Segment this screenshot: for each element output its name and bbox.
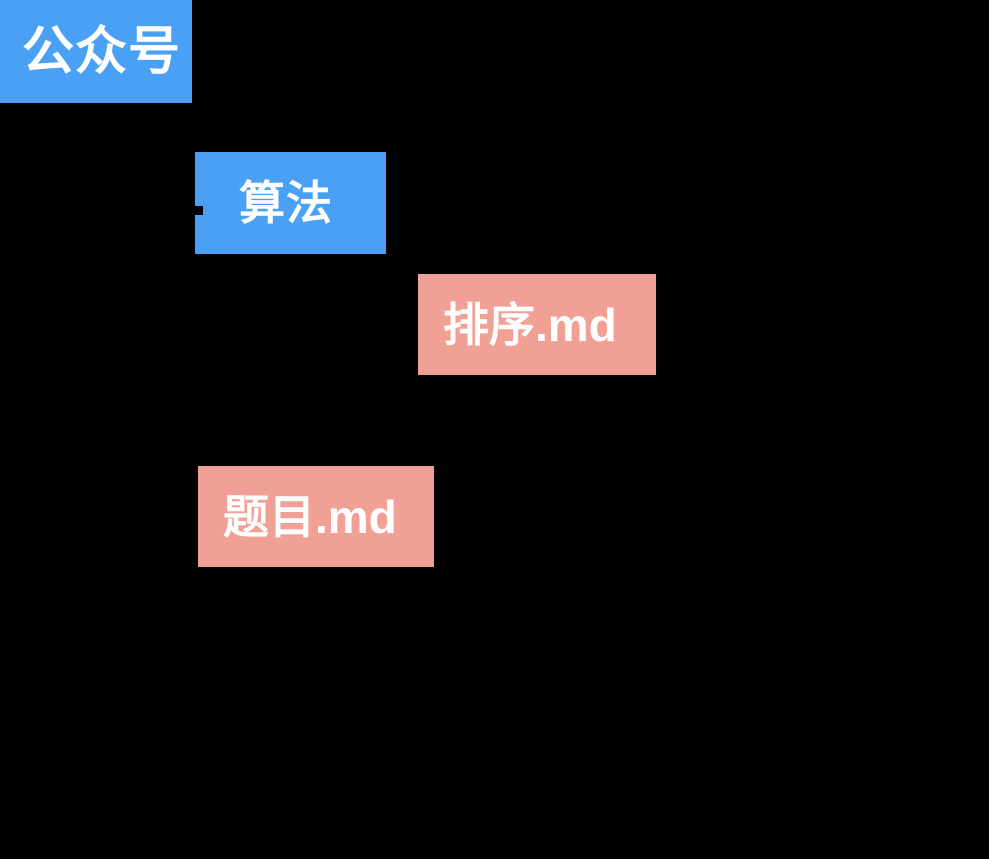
folder-node-gongzhonghao-label: 公众号 — [22, 22, 182, 81]
file-node-paixu-md-label: 排序.md — [443, 298, 617, 351]
file-node-timu-md-label: 题目.md — [223, 490, 397, 543]
file-node-timu-md[interactable]: 题目.md — [198, 466, 434, 567]
folder-node-suanfa-label: 算法 — [239, 177, 333, 229]
folder-node-suanfa[interactable]: 算法 — [195, 152, 386, 254]
folder-node-gongzhonghao[interactable]: 公众号 — [0, 0, 192, 103]
tree-connector-notch-icon — [195, 206, 203, 215]
file-node-paixu-md[interactable]: 排序.md — [418, 274, 656, 375]
